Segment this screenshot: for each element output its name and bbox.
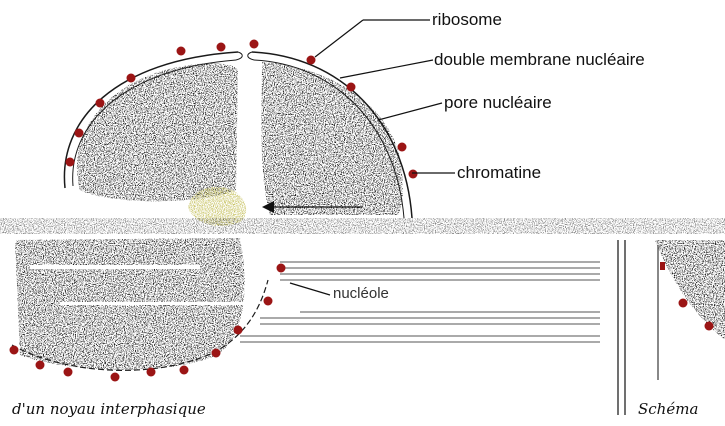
ribosome-dot [180, 366, 189, 375]
ribosome-dot [212, 349, 221, 358]
label-pore: pore nucléaire [444, 94, 552, 111]
leader-pore [378, 103, 442, 120]
leader-membrane [340, 60, 433, 78]
ribosome-dot [679, 299, 688, 308]
label-chromatin: chromatine [457, 164, 541, 181]
leader-ribosome-diag [315, 20, 363, 57]
scan-band [0, 218, 725, 234]
ribosome-dot [96, 99, 105, 108]
ribosome-dot [277, 264, 286, 273]
red-tick [660, 262, 665, 270]
ribosome-dot [264, 297, 273, 306]
chromatin-lower-right [655, 240, 725, 340]
leader-nucleolus [290, 283, 330, 295]
caption-left: d'un noyau interphasique [12, 402, 206, 417]
ribosome-dot [409, 170, 418, 179]
ribosome-dot [36, 361, 45, 370]
label-nucleolus: nucléole [333, 286, 389, 301]
ribosome-dot [217, 43, 226, 52]
label-double-membrane: double membrane nucléaire [434, 51, 645, 68]
ribosome-dot [10, 346, 19, 355]
ribosome-dot [111, 373, 120, 382]
lower-nucleus [0, 218, 725, 415]
ribosome-dot [234, 326, 243, 335]
ribosome-dot [64, 368, 73, 377]
label-ribosome: ribosome [432, 11, 502, 28]
gap-stripe [30, 265, 200, 269]
ribosome-dot [307, 56, 316, 65]
ribosome-dot [75, 129, 84, 138]
ribosome-dot [177, 47, 186, 56]
ribosome-dot [347, 83, 356, 92]
ribosome-dot [147, 368, 156, 377]
ribosome-dot [127, 74, 136, 83]
ribosome-dot [250, 40, 259, 49]
ribosome-dot [398, 143, 407, 152]
upper-nucleus [64, 40, 417, 226]
caption-right: Schéma [638, 402, 698, 417]
ribosome-dot [705, 322, 714, 331]
nuclear-pore [236, 52, 254, 60]
chromatin-left [77, 63, 238, 201]
ribosome-dot [66, 158, 75, 167]
scan-lines [240, 262, 600, 342]
gap-stripe [60, 302, 250, 305]
